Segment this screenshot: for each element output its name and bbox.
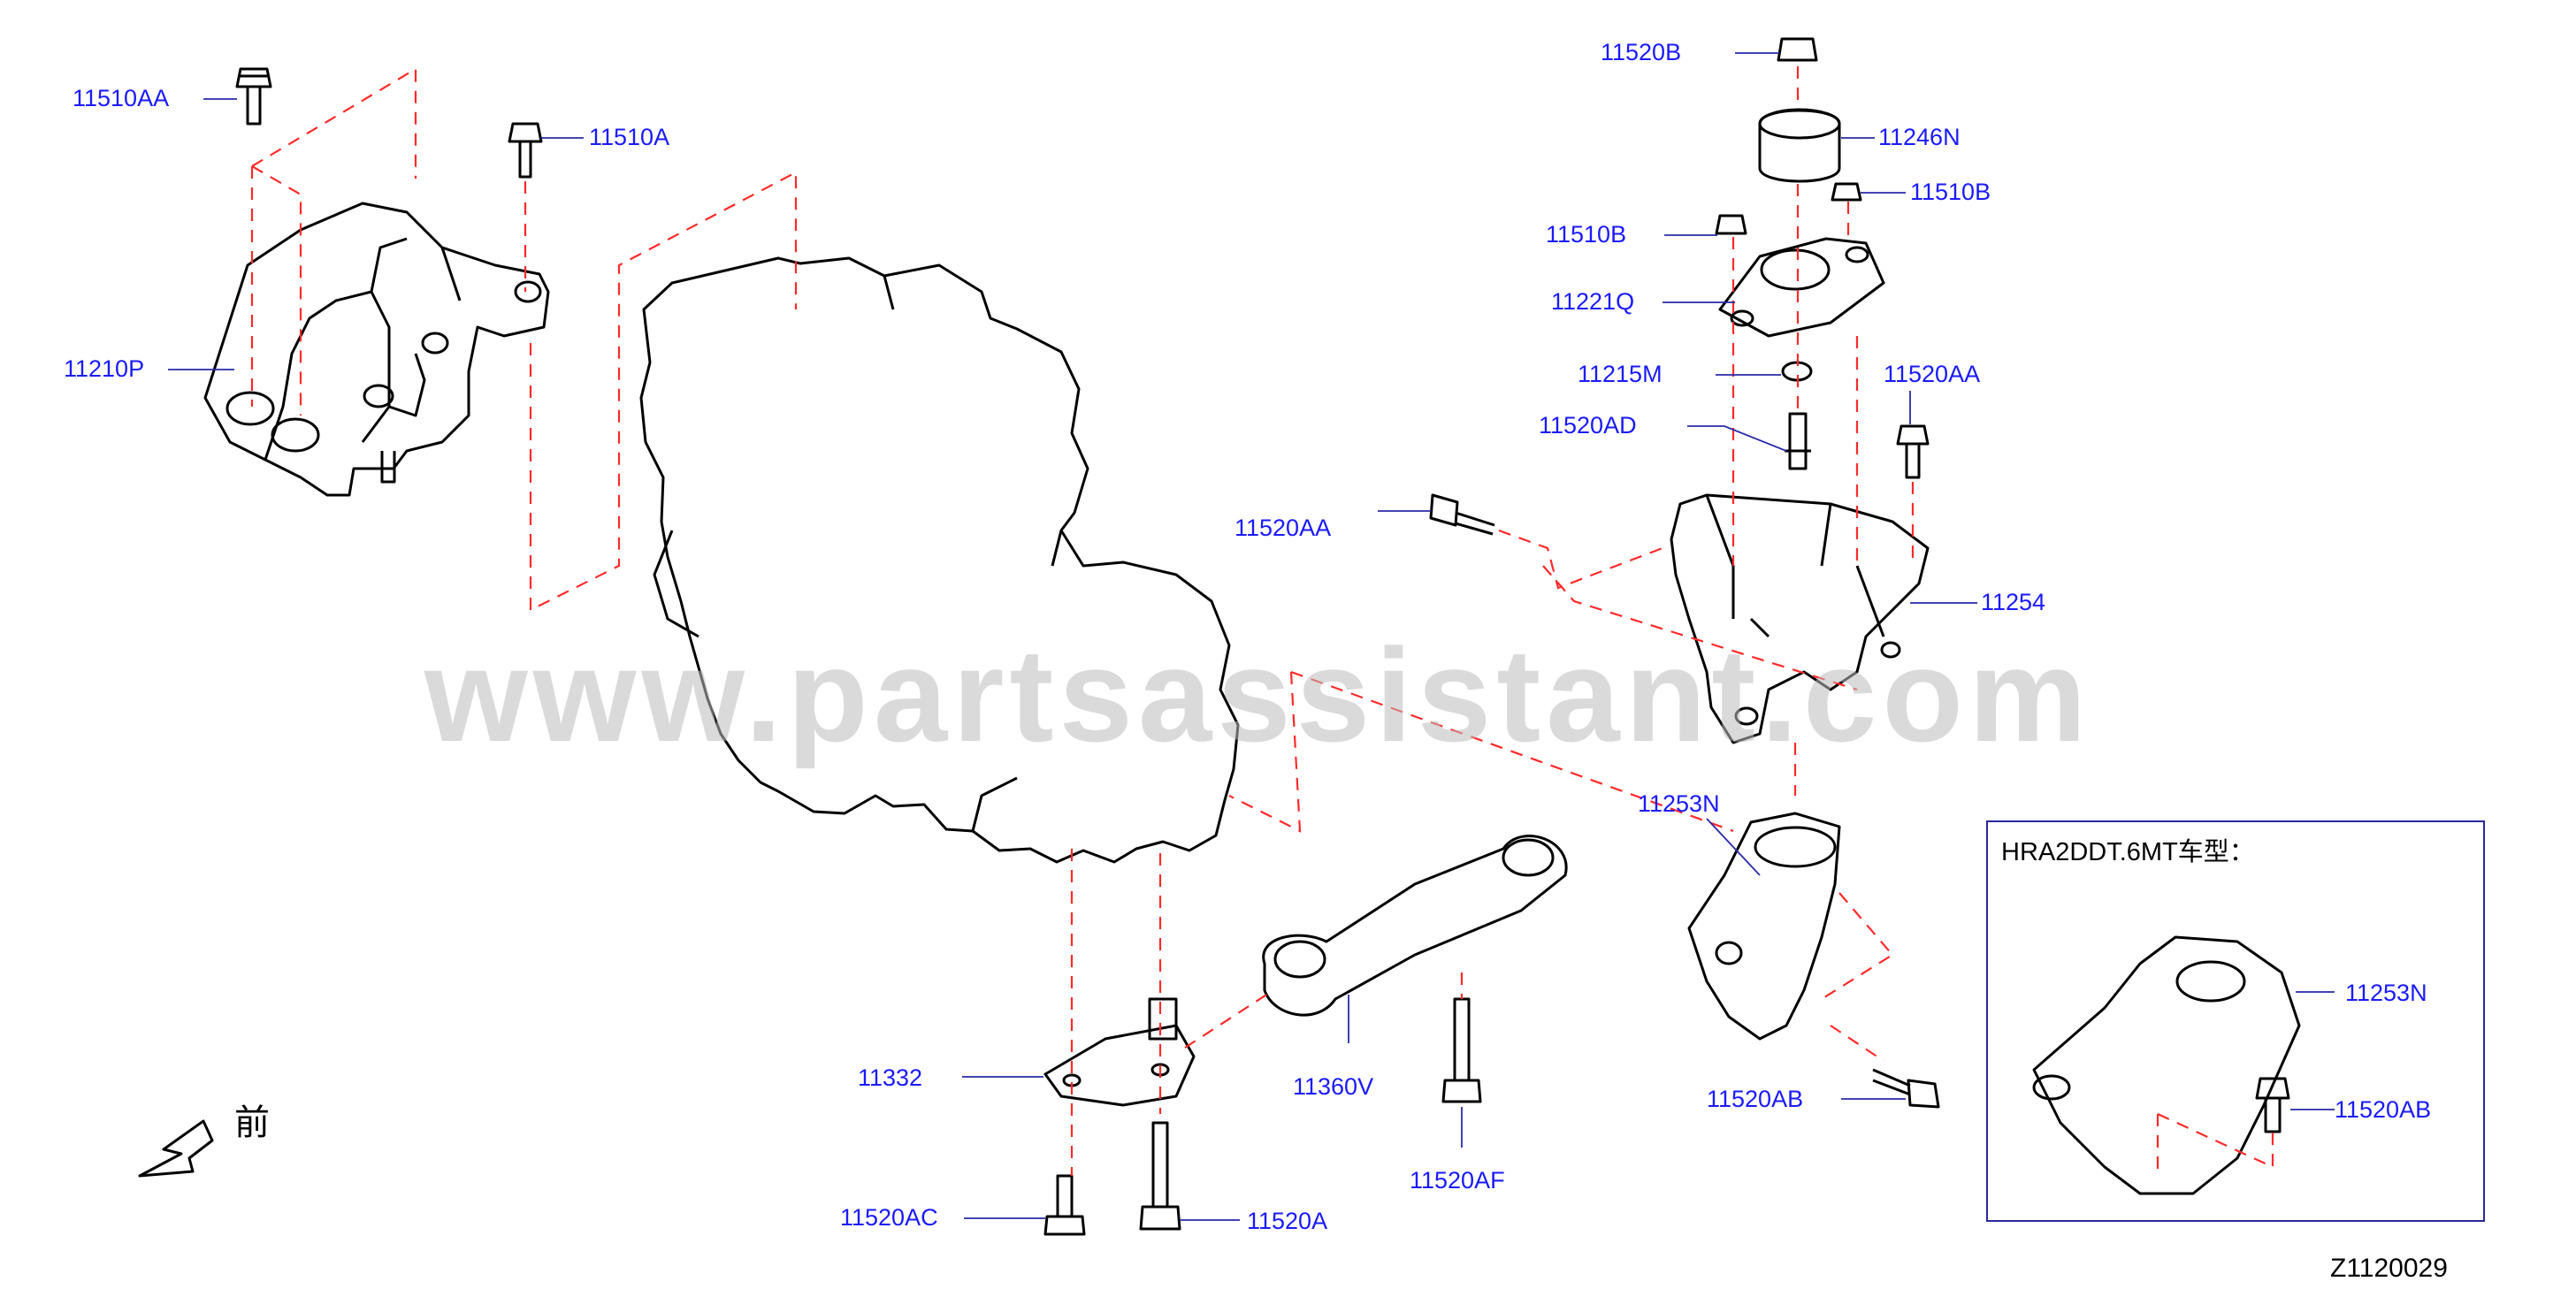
mount-11210p-inner — [264, 237, 462, 461]
phantom-line-21 — [1184, 989, 1274, 1049]
part-label-11246n[interactable]: 11246N — [1878, 124, 1961, 150]
part-label-11510b-left[interactable]: 11510B — [1546, 221, 1627, 248]
bolt-11520ab — [1872, 1068, 1940, 1109]
bracket-11254 — [1670, 493, 1930, 744]
inset-mount-boss — [2175, 960, 2246, 1003]
phantom-line-23 — [2157, 1113, 2274, 1169]
bracket-11254-hole-1 — [1734, 706, 1759, 726]
phantom-line-14 — [1290, 670, 1734, 833]
nut-11510b-left — [1715, 214, 1747, 235]
front-label: 前 — [234, 1103, 270, 1142]
leader-11520ad — [1687, 425, 1787, 452]
bolt-11510aa — [235, 67, 272, 126]
mount-11210p-hole-2 — [271, 417, 320, 453]
bolt-11520aa-left — [1429, 493, 1495, 536]
bracket-11254-hole-2 — [1880, 641, 1901, 659]
nut-11520b — [1777, 37, 1818, 62]
part-label-11520ad[interactable]: 11520AD — [1539, 412, 1637, 439]
bush-11246n-top — [1758, 108, 1841, 140]
phantom-line-15 — [1228, 671, 1302, 833]
part-label-11510aa[interactable]: 11510AA — [73, 85, 170, 111]
inset-title: HRA2DDT.6MT车型： — [2001, 838, 2255, 866]
phantom-line-2 — [251, 165, 302, 416]
mount-11253n-boss — [1754, 826, 1837, 868]
bracket-11221q-hole-1 — [1730, 309, 1754, 327]
part-label-11520aa-left[interactable]: 11520AA — [1234, 515, 1332, 541]
watermark-text: www.partsassistant.com — [424, 621, 2092, 769]
inset-mount-hole — [2032, 1074, 2071, 1101]
part-label-11520b[interactable]: 11520B — [1601, 39, 1682, 65]
bracket-11221q — [1718, 237, 1885, 338]
inset-bolt-11520ab — [2255, 1077, 2290, 1133]
mount-11253n — [1687, 812, 1841, 1041]
inset-part-label-11520ab[interactable]: 11520AB — [2335, 1096, 2432, 1123]
bracket-11221q-boss — [1760, 248, 1831, 291]
bush-11246n — [1758, 109, 1841, 183]
mount-11210p-hole-5 — [363, 384, 394, 408]
part-label-11520a[interactable]: 11520A — [1247, 1208, 1328, 1234]
bolt-11520aa-right — [1896, 424, 1930, 479]
part-label-11253n[interactable]: 11253N — [1638, 790, 1720, 817]
bolt-11510a — [508, 122, 543, 179]
inset-part-label-11253n[interactable]: 11253N — [2345, 980, 2427, 1006]
diagram-code: Z1120029 — [2330, 1254, 2448, 1283]
part-label-11520af[interactable]: 11520AF — [1410, 1167, 1505, 1194]
part-label-11360v[interactable]: 11360V — [1293, 1073, 1374, 1100]
part-label-11510b-right[interactable]: 11510B — [1910, 179, 1991, 205]
mount-11253n-hole — [1715, 941, 1743, 965]
mount-11210p-hole-4 — [421, 332, 449, 355]
mount-11210p-hole-1 — [225, 391, 275, 426]
stud-11520ad — [1785, 412, 1811, 470]
part-label-11520aa-right[interactable]: 11520AA — [1884, 361, 1981, 387]
bolt-11520af — [1441, 997, 1482, 1103]
nut-11510b-right — [1831, 182, 1862, 202]
inset-box — [1986, 820, 2485, 1222]
part-label-11520ac[interactable]: 11520AC — [840, 1204, 938, 1231]
phantom-line-5 — [529, 171, 798, 612]
bolt-11520a — [1139, 1121, 1181, 1231]
part-label-11520ab[interactable]: 11520AB — [1707, 1086, 1804, 1112]
bracket-11332 — [1043, 1024, 1196, 1107]
part-label-11254[interactable]: 11254 — [1981, 589, 2046, 615]
rod-11360v-bush-2 — [1502, 838, 1555, 877]
mount-11210p-hole-3 — [514, 280, 542, 303]
engine-outline — [639, 256, 1240, 864]
bracket-11332-boss — [1148, 997, 1178, 1041]
bracket-11221q-hole-2 — [1845, 246, 1869, 263]
phantom-line-13 — [1542, 565, 1858, 691]
phantom-line-1 — [251, 67, 417, 179]
phantom-line-12 — [1498, 529, 1663, 590]
part-label-11210p[interactable]: 11210P — [64, 355, 145, 382]
mount-11210p-stud — [380, 451, 396, 484]
part-label-11510a[interactable]: 11510A — [589, 124, 670, 150]
mount-11210p — [203, 202, 550, 497]
front-arrow-icon — [138, 1119, 214, 1178]
bolt-11520ac — [1043, 1174, 1086, 1236]
inset-mount-11253n — [2032, 935, 2301, 1195]
phantom-line-18 — [1830, 1025, 1884, 1062]
phantom-line-17 — [1821, 892, 1894, 1000]
engine-detail — [653, 275, 1063, 832]
part-label-11332[interactable]: 11332 — [858, 1064, 923, 1091]
leader-11253n — [1706, 818, 1761, 876]
part-label-11215m[interactable]: 11215M — [1578, 361, 1663, 387]
part-label-11221q[interactable]: 11221Q — [1551, 288, 1635, 315]
rod-11360v-bush-1 — [1273, 940, 1326, 979]
rod-11360v — [1262, 835, 1568, 1017]
